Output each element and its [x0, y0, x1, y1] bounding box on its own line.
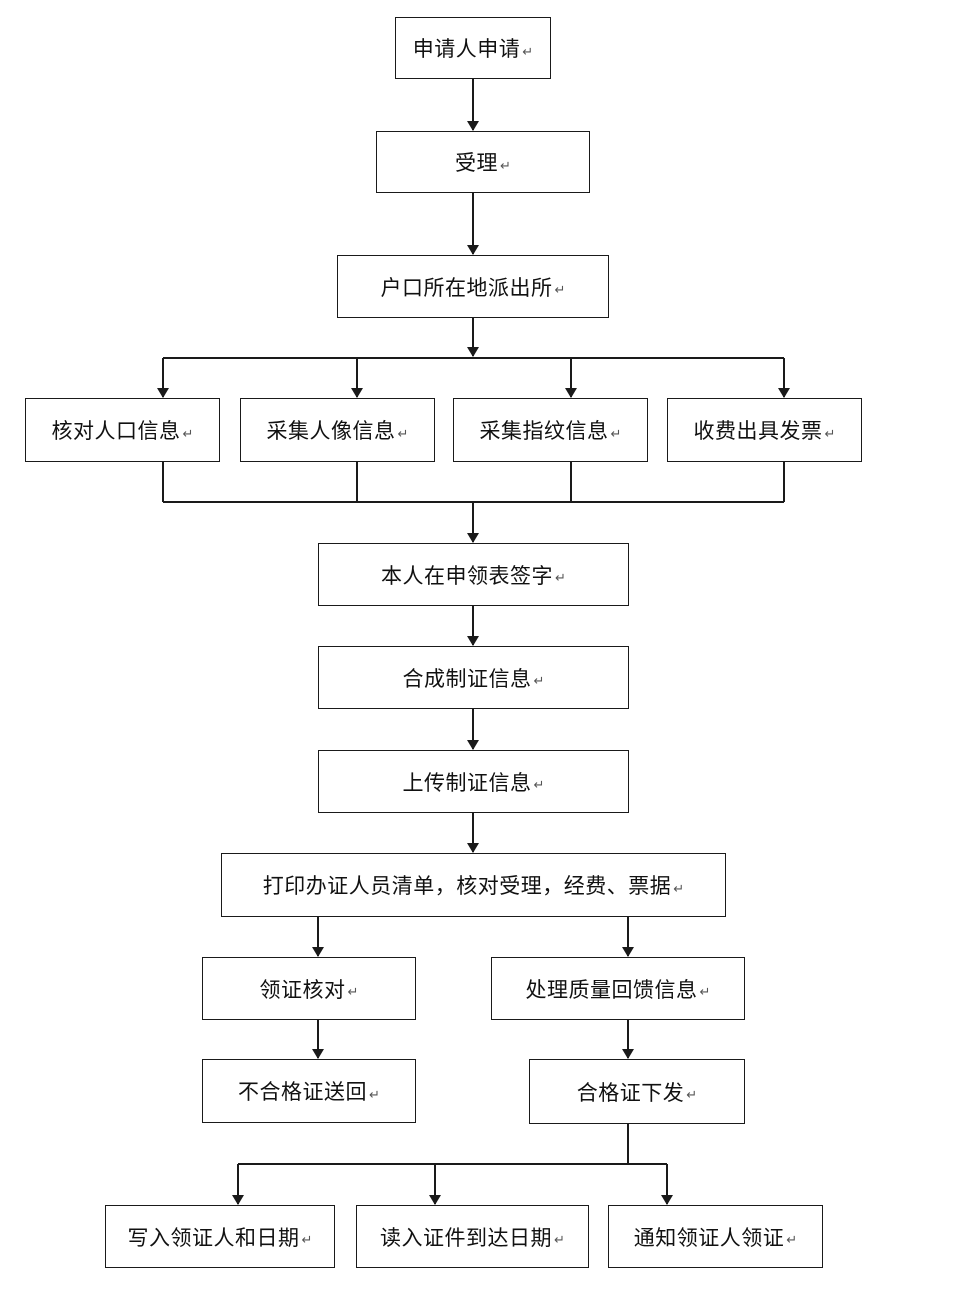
node-label: 户口所在地派出所 [380, 275, 553, 300]
node-label: 打印办证人员清单，核对受理，经费、票据 [262, 874, 672, 898]
node-label: 通知领证人领证 [633, 1225, 785, 1250]
node-accept: 受理↵ [376, 131, 590, 193]
node-label: 不合格证送回 [238, 1080, 368, 1104]
paragraph-mark-icon: ↵ [554, 1233, 565, 1248]
node-print-list: 打印办证人员清单，核对受理，经费、票据↵ [221, 853, 726, 917]
node-return-unqualified: 不合格证送回↵ [202, 1059, 416, 1123]
paragraph-mark-icon: ↵ [369, 1087, 380, 1103]
node-label: 领证核对 [259, 977, 346, 1002]
paragraph-mark-icon: ↵ [673, 881, 685, 897]
node-apply: 申请人申请↵ [395, 17, 551, 79]
paragraph-mark-icon: ↵ [397, 426, 409, 442]
paragraph-mark-icon: ↵ [500, 158, 511, 174]
node-fee-invoice: 收费出具发票↵ [667, 398, 862, 462]
node-label: 上传制证信息 [402, 770, 532, 795]
paragraph-mark-icon: ↵ [533, 778, 545, 793]
node-compose-info: 合成制证信息↵ [318, 646, 629, 709]
node-label: 写入领证人和日期 [127, 1225, 300, 1250]
node-issue-qualified: 合格证下发↵ [529, 1059, 745, 1124]
node-label: 处理质量回馈信息 [525, 977, 698, 1002]
node-label: 核对人口信息 [51, 419, 181, 443]
paragraph-mark-icon: ↵ [686, 1088, 698, 1103]
node-label: 采集人像信息 [266, 419, 396, 443]
paragraph-mark-icon: ↵ [301, 1233, 313, 1248]
node-label: 本人在申领表签字 [381, 563, 554, 588]
paragraph-mark-icon: ↵ [182, 426, 194, 442]
node-upload-info: 上传制证信息↵ [318, 750, 629, 813]
node-sign-form: 本人在申领表签字↵ [318, 543, 629, 606]
node-label: 合格证下发 [576, 1080, 685, 1105]
paragraph-mark-icon: ↵ [824, 426, 836, 442]
node-label: 受理 [455, 151, 499, 175]
node-check-cert: 领证核对↵ [202, 957, 416, 1020]
paragraph-mark-icon: ↵ [347, 985, 359, 1000]
node-label: 申请人申请 [412, 37, 521, 61]
node-label: 收费出具发票 [693, 419, 823, 443]
node-read-arrival: 读入证件到达日期↵ [356, 1205, 589, 1268]
node-verify-population: 核对人口信息↵ [25, 398, 220, 462]
paragraph-mark-icon: ↵ [699, 985, 711, 1000]
paragraph-mark-icon: ↵ [610, 426, 622, 442]
paragraph-mark-icon: ↵ [522, 44, 534, 60]
node-collect-fingerprint: 采集指纹信息↵ [453, 398, 648, 462]
node-collect-portrait: 采集人像信息↵ [240, 398, 435, 462]
node-label: 采集指纹信息 [479, 419, 609, 443]
paragraph-mark-icon: ↵ [533, 674, 545, 689]
node-label: 合成制证信息 [402, 666, 532, 691]
node-notify-pickup: 通知领证人领证↵ [608, 1205, 823, 1268]
node-police-station: 户口所在地派出所↵ [337, 255, 609, 318]
node-label: 读入证件到达日期 [380, 1225, 553, 1250]
paragraph-mark-icon: ↵ [554, 283, 566, 298]
paragraph-mark-icon: ↵ [555, 571, 566, 586]
node-write-recipient: 写入领证人和日期↵ [105, 1205, 335, 1268]
node-quality-feedback: 处理质量回馈信息↵ [491, 957, 745, 1020]
paragraph-mark-icon: ↵ [786, 1233, 798, 1248]
